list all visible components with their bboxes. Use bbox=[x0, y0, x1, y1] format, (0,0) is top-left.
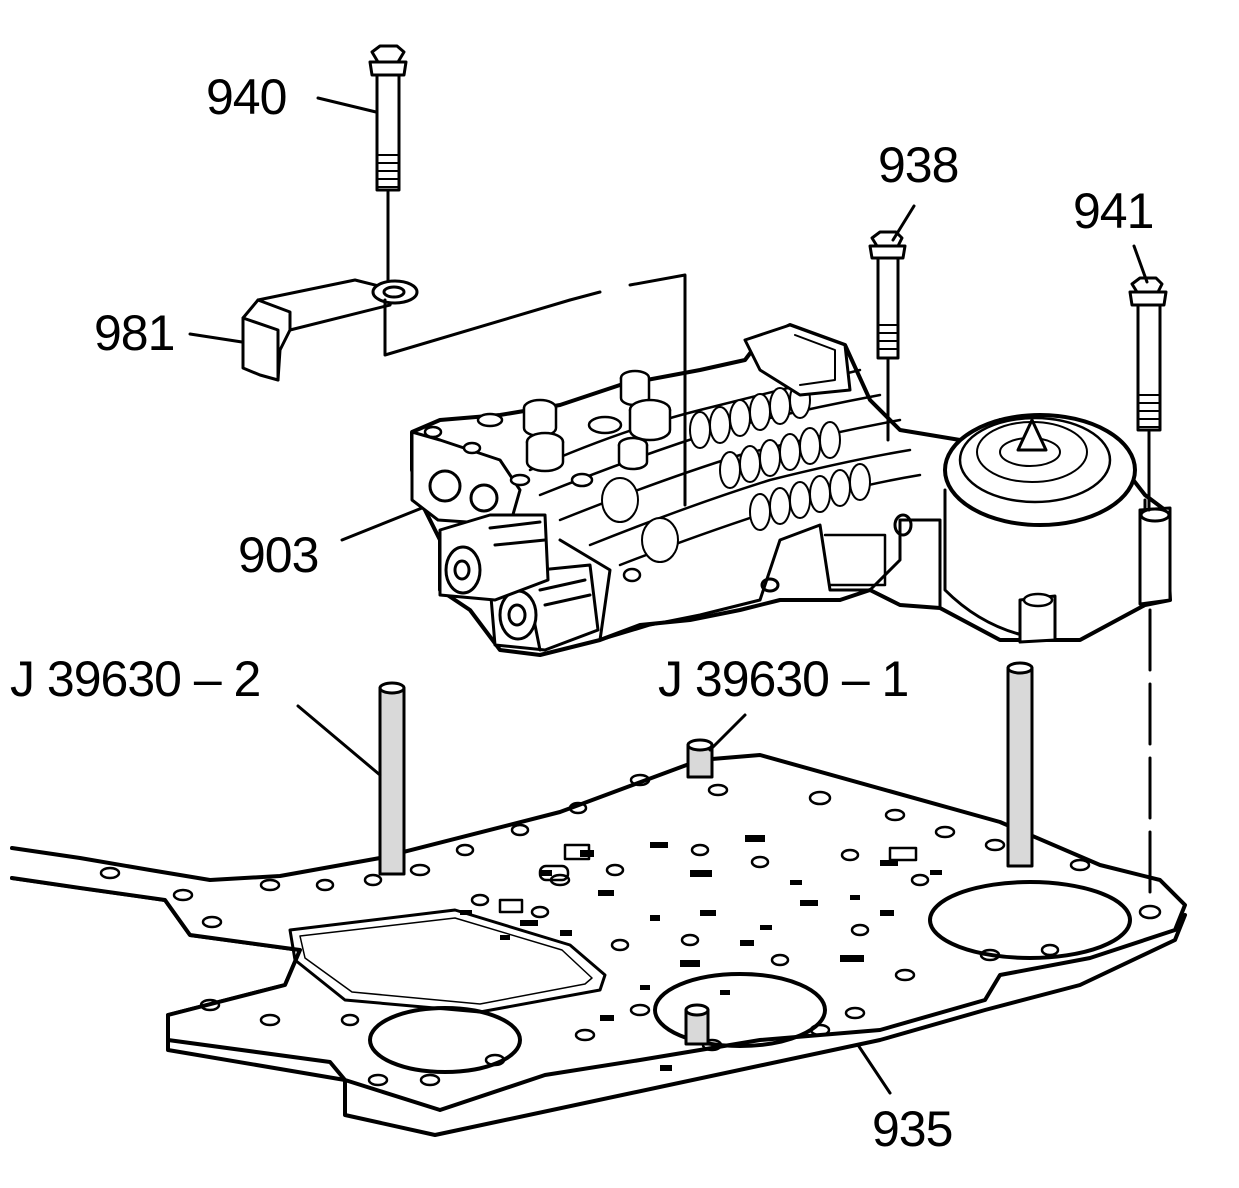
callout-j39630-1: J 39630 – 1 bbox=[658, 651, 909, 707]
callout-938: 938 bbox=[878, 137, 959, 193]
callout-941: 941 bbox=[1073, 183, 1154, 239]
bolt-941 bbox=[1128, 276, 1168, 432]
callout-935: 935 bbox=[872, 1101, 953, 1157]
solenoid-rear bbox=[438, 513, 550, 602]
leader-941 bbox=[1132, 244, 1149, 284]
pin-tool-2-right bbox=[1006, 661, 1034, 868]
pin-tool-2-left bbox=[378, 681, 406, 876]
callout-leaders bbox=[188, 96, 1149, 1095]
plate-opening-left bbox=[368, 1006, 522, 1074]
spacer-plate-935 bbox=[10, 753, 1187, 1137]
callout-903: 903 bbox=[238, 527, 319, 583]
pin-tool-1-top bbox=[686, 738, 714, 779]
plate-opening-large-right bbox=[928, 880, 1132, 960]
leader-938 bbox=[891, 204, 916, 242]
valve-body-903 bbox=[410, 323, 1172, 657]
callout-940: 940 bbox=[206, 69, 287, 125]
callout-j39630-2: J 39630 – 2 bbox=[10, 651, 261, 707]
pin-tool-1-bottom bbox=[684, 1003, 710, 1046]
bolt-940 bbox=[368, 44, 408, 192]
bolt-938 bbox=[868, 230, 907, 360]
callout-981: 981 bbox=[94, 305, 175, 361]
leader-j39630-1 bbox=[708, 713, 747, 752]
assembly-lines bbox=[383, 190, 1152, 902]
spacer-plate-outline bbox=[10, 753, 1187, 1112]
plate-opening-center bbox=[653, 972, 827, 1048]
leader-940 bbox=[316, 96, 378, 114]
accumulator-housing bbox=[943, 413, 1137, 527]
leader-j39630-2 bbox=[296, 704, 382, 777]
leader-903 bbox=[340, 506, 424, 542]
leader-981 bbox=[188, 332, 244, 344]
leader-935 bbox=[856, 1043, 892, 1095]
bracket-981 bbox=[241, 278, 419, 382]
